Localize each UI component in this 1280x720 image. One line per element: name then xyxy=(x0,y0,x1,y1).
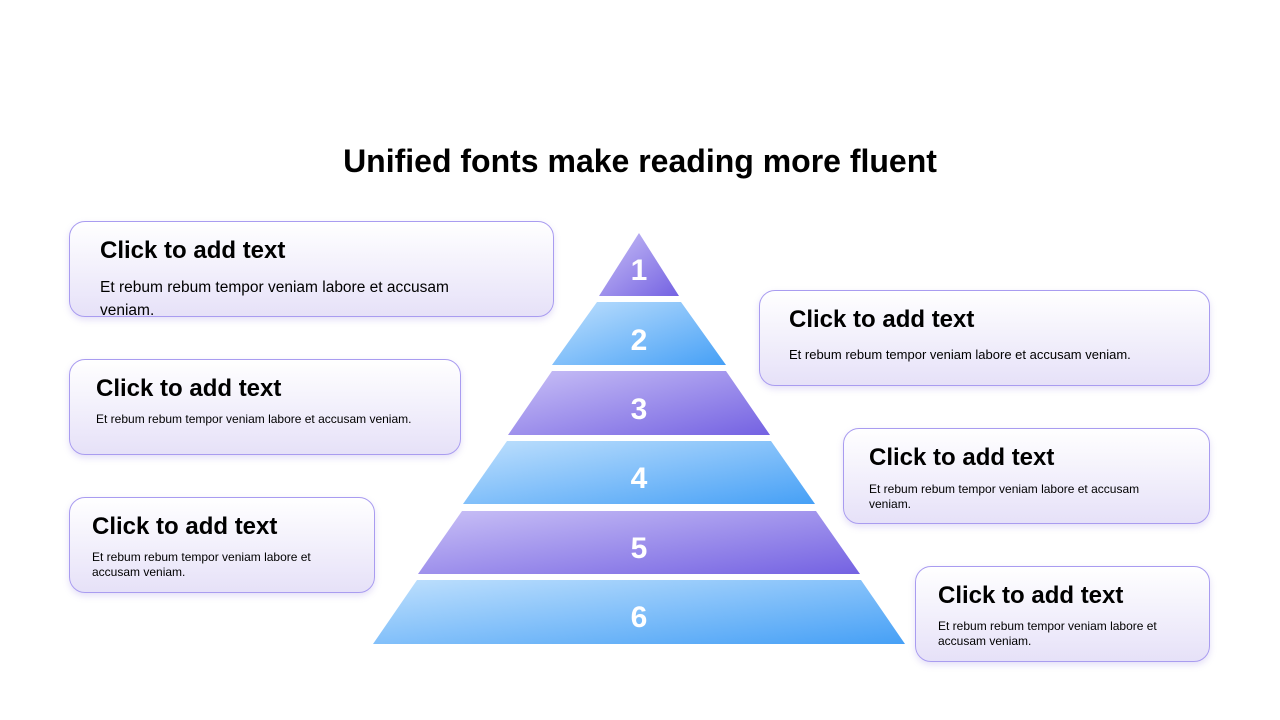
card-title[interactable]: Click to add text xyxy=(92,513,278,540)
pyramid-level-6[interactable] xyxy=(373,580,905,644)
text-card-2[interactable]: Click to add text Et rebum rebum tempor … xyxy=(69,359,461,455)
pyramid-level-5[interactable] xyxy=(418,511,860,574)
pyramid-level-6-number: 6 xyxy=(631,601,648,634)
pyramid-level-3[interactable] xyxy=(508,371,770,435)
card-body[interactable]: Et rebum rebum tempor veniam labore et a… xyxy=(869,482,1140,511)
pyramid-level-5-number: 5 xyxy=(631,532,648,565)
card-title[interactable]: Click to add text xyxy=(789,306,975,333)
card-body[interactable]: Et rebum rebum tempor veniam labore et a… xyxy=(92,550,311,579)
pyramid-level-1[interactable] xyxy=(599,233,679,296)
pyramid-level-4-number: 4 xyxy=(631,462,648,495)
card-body[interactable]: Et rebum rebum tempor veniam labore et a… xyxy=(100,279,449,319)
text-card-1[interactable]: Click to add text Et rebum rebum tempor … xyxy=(69,221,554,319)
pyramid-level-1-number: 1 xyxy=(631,254,648,287)
card-title[interactable]: Click to add text xyxy=(100,237,286,264)
card-title[interactable]: Click to add text xyxy=(96,375,282,402)
card-body[interactable]: Et rebum rebum tempor veniam labore et a… xyxy=(938,619,1157,648)
text-card-4[interactable]: Click to add text Et rebum rebum tempor … xyxy=(759,290,1210,386)
pyramid-level-2[interactable] xyxy=(552,302,726,365)
text-card-5[interactable]: Click to add text Et rebum rebum tempor … xyxy=(843,428,1210,524)
card-title[interactable]: Click to add text xyxy=(869,444,1055,471)
pyramid-level-3-number: 3 xyxy=(631,393,648,426)
card-title[interactable]: Click to add text xyxy=(938,582,1124,609)
pyramid-level-4[interactable] xyxy=(463,441,815,504)
pyramid-level-2-number: 2 xyxy=(631,324,648,357)
page-title: Unified fonts make reading more fluent xyxy=(343,143,937,179)
text-card-6[interactable]: Click to add text Et rebum rebum tempor … xyxy=(915,566,1210,662)
card-body[interactable]: Et rebum rebum tempor veniam labore et a… xyxy=(789,347,1131,362)
text-card-3[interactable]: Click to add text Et rebum rebum tempor … xyxy=(69,497,375,593)
card-body[interactable]: Et rebum rebum tempor veniam labore et a… xyxy=(96,412,412,426)
